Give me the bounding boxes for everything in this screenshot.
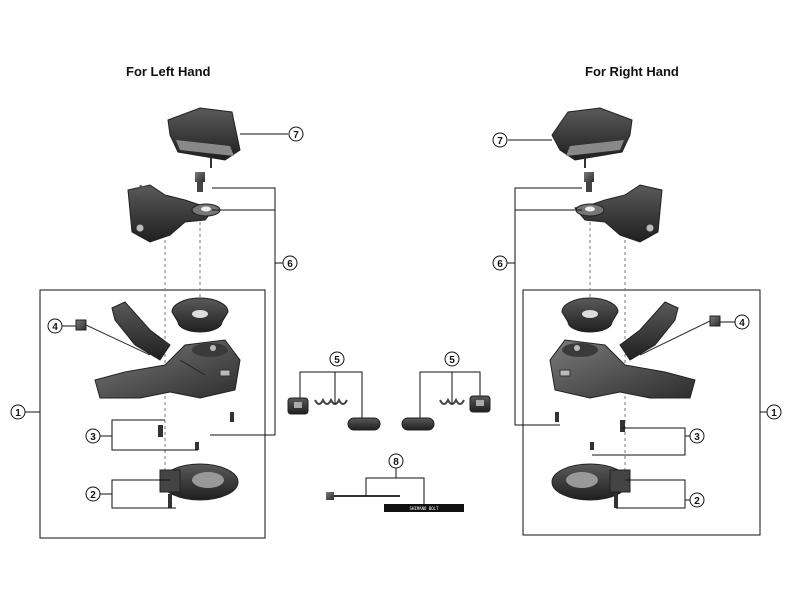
callout-7-left: 7 <box>293 130 299 141</box>
right-cable-end <box>639 315 721 356</box>
right-hand-assembly: 7 6 4 1 3 2 <box>492 107 782 536</box>
right-bracket-part <box>574 184 663 243</box>
right-cable-adjuster-set: 5 <box>401 351 491 431</box>
callout-1-right: 1 <box>771 408 777 419</box>
right-bottom-cover <box>551 463 631 508</box>
callout-6-left: 6 <box>287 259 293 270</box>
right-cover-part <box>551 107 633 168</box>
left-bottom-cover <box>159 463 239 508</box>
right-callouts: 7 6 4 1 3 2 <box>492 132 782 508</box>
callout-2-left: 2 <box>90 490 96 501</box>
left-disc-part <box>171 297 229 333</box>
callout-4-left: 4 <box>52 322 58 333</box>
callout-6-right: 6 <box>497 259 503 270</box>
callout-1-left: 1 <box>15 408 21 419</box>
left-assembly-frame <box>39 289 266 539</box>
tool-part: SHIMANO BOLT 8 <box>326 453 464 512</box>
left-screws <box>158 412 234 450</box>
callout-3-right: 3 <box>694 432 700 443</box>
right-shifter-body <box>549 301 696 399</box>
left-bracket-part <box>127 184 221 243</box>
callout-3-left: 3 <box>90 432 96 443</box>
callout-5-right: 5 <box>449 355 455 366</box>
right-hand-heading: For Right Hand <box>585 64 679 79</box>
tool-label: SHIMANO BOLT <box>410 506 439 511</box>
left-hand-assembly: 7 6 4 1 3 2 <box>10 107 304 539</box>
left-cover-part <box>167 107 241 168</box>
right-top-screw <box>584 172 594 192</box>
left-top-screw <box>195 172 205 192</box>
callout-7-right: 7 <box>497 136 503 147</box>
right-disc-part <box>561 297 619 333</box>
left-hand-heading: For Left Hand <box>126 64 211 79</box>
callout-5-left: 5 <box>334 355 340 366</box>
callout-4-right: 4 <box>739 318 745 329</box>
tool-label-strip <box>384 504 464 512</box>
left-shifter-body <box>94 301 241 399</box>
callout-2-right: 2 <box>694 496 700 507</box>
left-cable-adjuster-set: 5 <box>287 351 381 431</box>
left-cable-end <box>75 319 151 356</box>
left-callouts: 7 6 4 1 3 2 <box>10 126 304 502</box>
right-screws <box>555 412 625 450</box>
callout-8: 8 <box>393 457 399 468</box>
